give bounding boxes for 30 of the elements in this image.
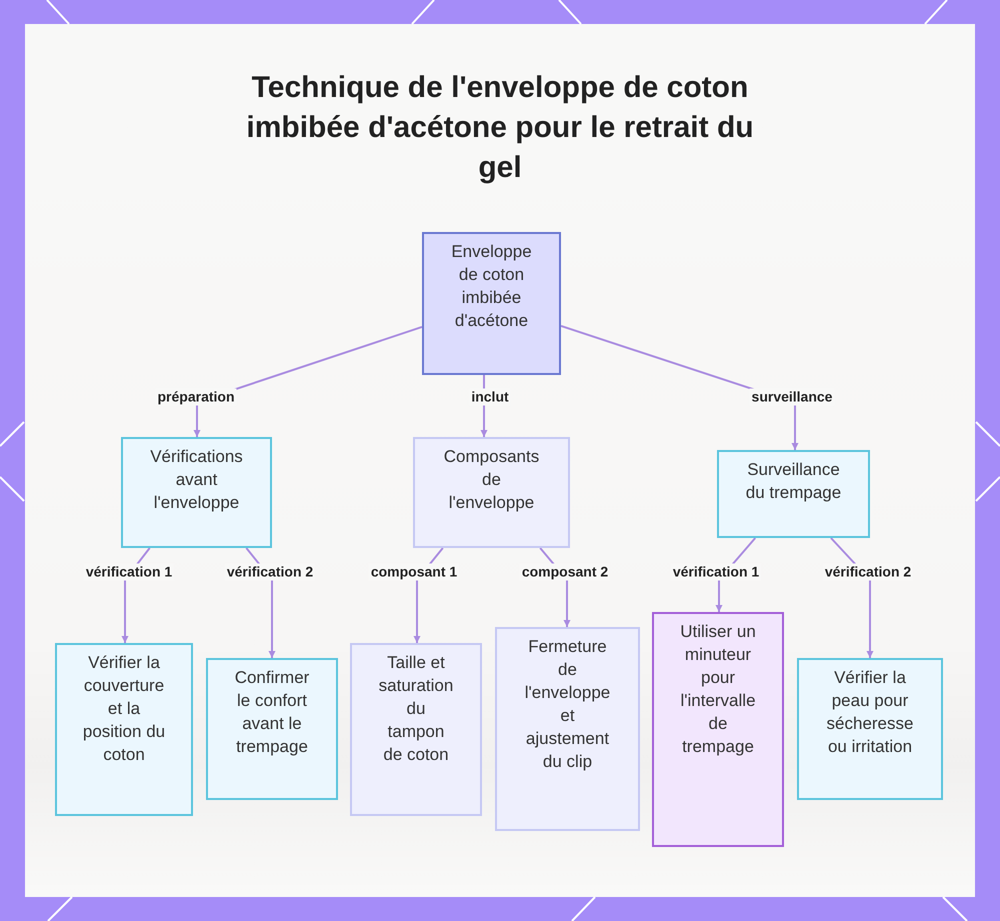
node-text: Confirmer le confort avant le trempage: [234, 667, 310, 758]
edge-label: vérification 2: [822, 564, 914, 580]
edge-label: vérification 1: [84, 564, 174, 580]
process-box: [717, 450, 870, 538]
edge-label: composant 2: [520, 564, 610, 580]
process-box: [55, 643, 193, 816]
node-text: Vérifications avant l'enveloppe: [149, 446, 244, 514]
node-text: Fermeture de l'enveloppe et ajustement du clip: [524, 636, 612, 773]
node-text: Surveillance du trempage: [744, 459, 842, 504]
process-box: [350, 643, 482, 816]
process-box: [652, 612, 784, 847]
node-text: Enveloppe de coton imbibée d'acétone: [450, 241, 533, 332]
edge-label: inclut: [469, 388, 511, 406]
diagram-title: Technique de l'enveloppe de coton imbibée d'acétone pour le retrait du gel: [245, 70, 755, 186]
edge-label: composant 1: [368, 564, 460, 580]
node-text: Vérifier la peau pour sécheresse ou irritation: [826, 667, 914, 758]
edge-label: préparation: [156, 388, 236, 406]
process-box: [413, 437, 570, 548]
process-box: [121, 437, 272, 548]
process-box: [797, 658, 943, 800]
node-text: Taille et saturation du tampon de coton: [378, 652, 454, 766]
process-box: [206, 658, 338, 800]
node-text: Vérifier la couverture et la position du coton: [82, 652, 166, 766]
edge-label: vérification 2: [224, 564, 316, 580]
edge-label: vérification 1: [670, 564, 762, 580]
node-text: Composants de l'enveloppe: [442, 446, 540, 514]
edge-label: surveillance: [750, 388, 834, 406]
node-text: Utiliser un minuteur pour l'intervalle de trempage: [679, 621, 757, 758]
process-box: [422, 232, 561, 375]
process-box: [495, 627, 640, 831]
